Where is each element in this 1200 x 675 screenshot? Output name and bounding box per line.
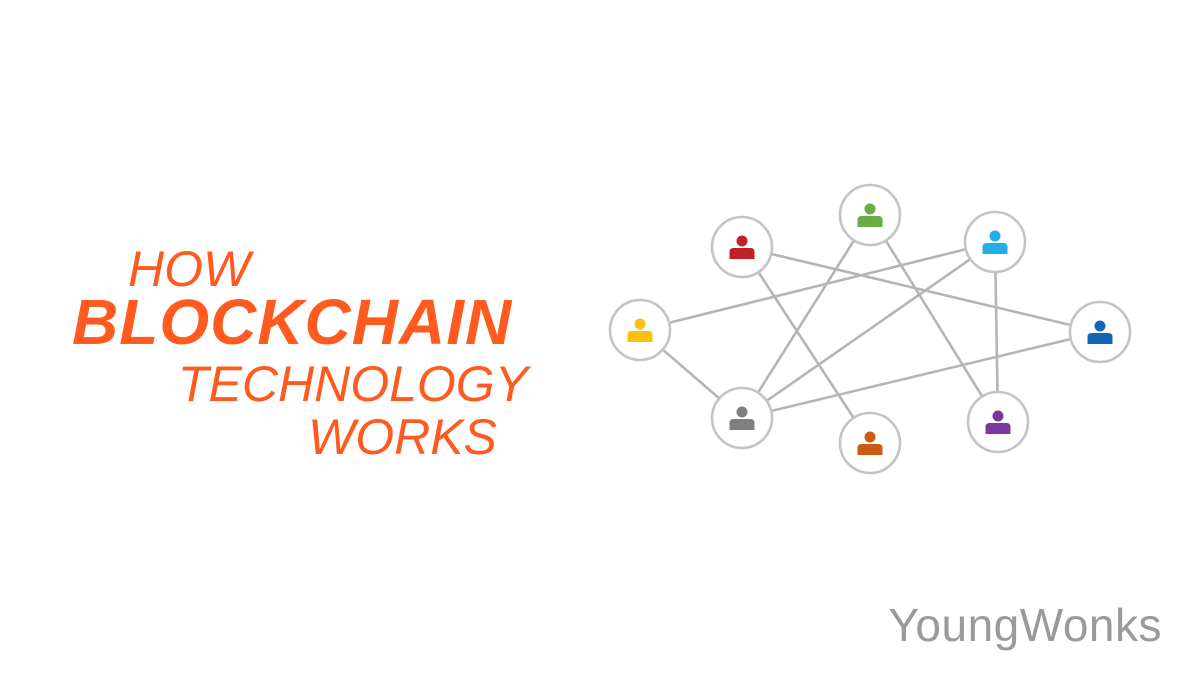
node-cyan	[963, 210, 1027, 274]
person-icon	[982, 230, 1008, 254]
node-circle	[710, 386, 774, 450]
title-works: WORKS	[308, 409, 497, 465]
person-icon	[985, 410, 1011, 434]
node-blue	[1068, 300, 1132, 364]
node-yellow	[608, 298, 672, 362]
node-purple	[966, 390, 1030, 454]
title-how: HOW	[128, 241, 251, 297]
node-circle	[963, 210, 1027, 274]
person-icon	[627, 318, 653, 342]
edges	[639, 214, 1101, 444]
person-icon	[857, 431, 883, 455]
node-orange	[838, 411, 902, 475]
person-icon	[1087, 320, 1113, 344]
connection-line-red-blue	[741, 245, 1101, 334]
node-circle	[838, 183, 902, 247]
node-red	[710, 215, 774, 279]
connection-line-green-gray	[740, 214, 872, 419]
connection-line-cyan-yellow	[639, 240, 996, 332]
person-icon	[857, 203, 883, 227]
node-circle	[1068, 300, 1132, 364]
person-icon	[729, 235, 755, 259]
node-circle	[710, 215, 774, 279]
brand-logo-text: YoungWonks	[888, 599, 1162, 651]
node-circle	[608, 298, 672, 362]
connection-line-cyan-gray	[741, 240, 996, 420]
node-circle	[838, 411, 902, 475]
nodes	[608, 183, 1132, 475]
person-icon	[729, 406, 755, 430]
connection-line-green-purple	[868, 214, 1000, 423]
connection-line-red-orange	[740, 246, 872, 444]
connection-line-gray-blue	[741, 330, 1101, 420]
node-green	[838, 183, 902, 247]
node-gray	[710, 386, 774, 450]
title-blockchain: BLOCKCHAIN	[72, 286, 513, 358]
node-circle	[966, 390, 1030, 454]
title-technology: TECHNOLOGY	[178, 356, 529, 412]
